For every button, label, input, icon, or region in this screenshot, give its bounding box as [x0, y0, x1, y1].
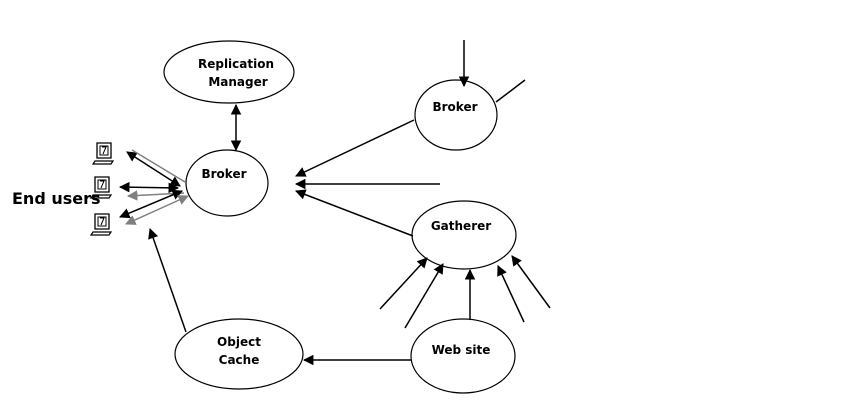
computer-icon — [89, 176, 113, 199]
edge-site-to-gatherer-2 — [404, 263, 444, 329]
edge-gatherer-to-broker — [295, 189, 414, 237]
edge-site-to-gatherer-3 — [497, 265, 525, 323]
gatherer-label: Gatherer — [431, 219, 491, 233]
replication-manager-label-1: Replication — [198, 57, 274, 71]
web-site-label: Web site — [432, 343, 491, 357]
broker-main-node: Broker — [185, 149, 269, 217]
replication-manager-node: Replication Manager — [163, 40, 295, 104]
edge-site-to-gatherer-1 — [379, 257, 428, 310]
object-cache-label-2: Cache — [219, 353, 260, 367]
replication-manager-label-2: Manager — [208, 75, 267, 89]
object-cache-node: Object Cache — [174, 318, 304, 390]
edge-user2-broker — [118, 181, 180, 194]
broker-main-label: Broker — [201, 167, 246, 181]
end-users-label: End users — [12, 189, 101, 208]
edge-user3-broker-gray — [125, 195, 189, 225]
edge-remote-broker-to-broker — [295, 119, 415, 177]
gatherer-node: Gatherer — [411, 200, 517, 270]
computer-icon — [91, 142, 115, 165]
object-cache-label-1: Object — [217, 335, 261, 349]
edge-remote-broker-out — [495, 79, 526, 103]
edge-user1-broker-gray — [131, 149, 186, 183]
edge-user1-broker — [126, 151, 181, 187]
edge-site-to-gatherer-4 — [511, 255, 551, 309]
broker-remote-label: Broker — [432, 100, 477, 114]
edge-cache-to-broker — [148, 228, 187, 333]
computer-icon — [89, 213, 113, 236]
broker-remote-node: Broker — [414, 79, 498, 151]
web-site-node: Web site — [410, 318, 516, 394]
